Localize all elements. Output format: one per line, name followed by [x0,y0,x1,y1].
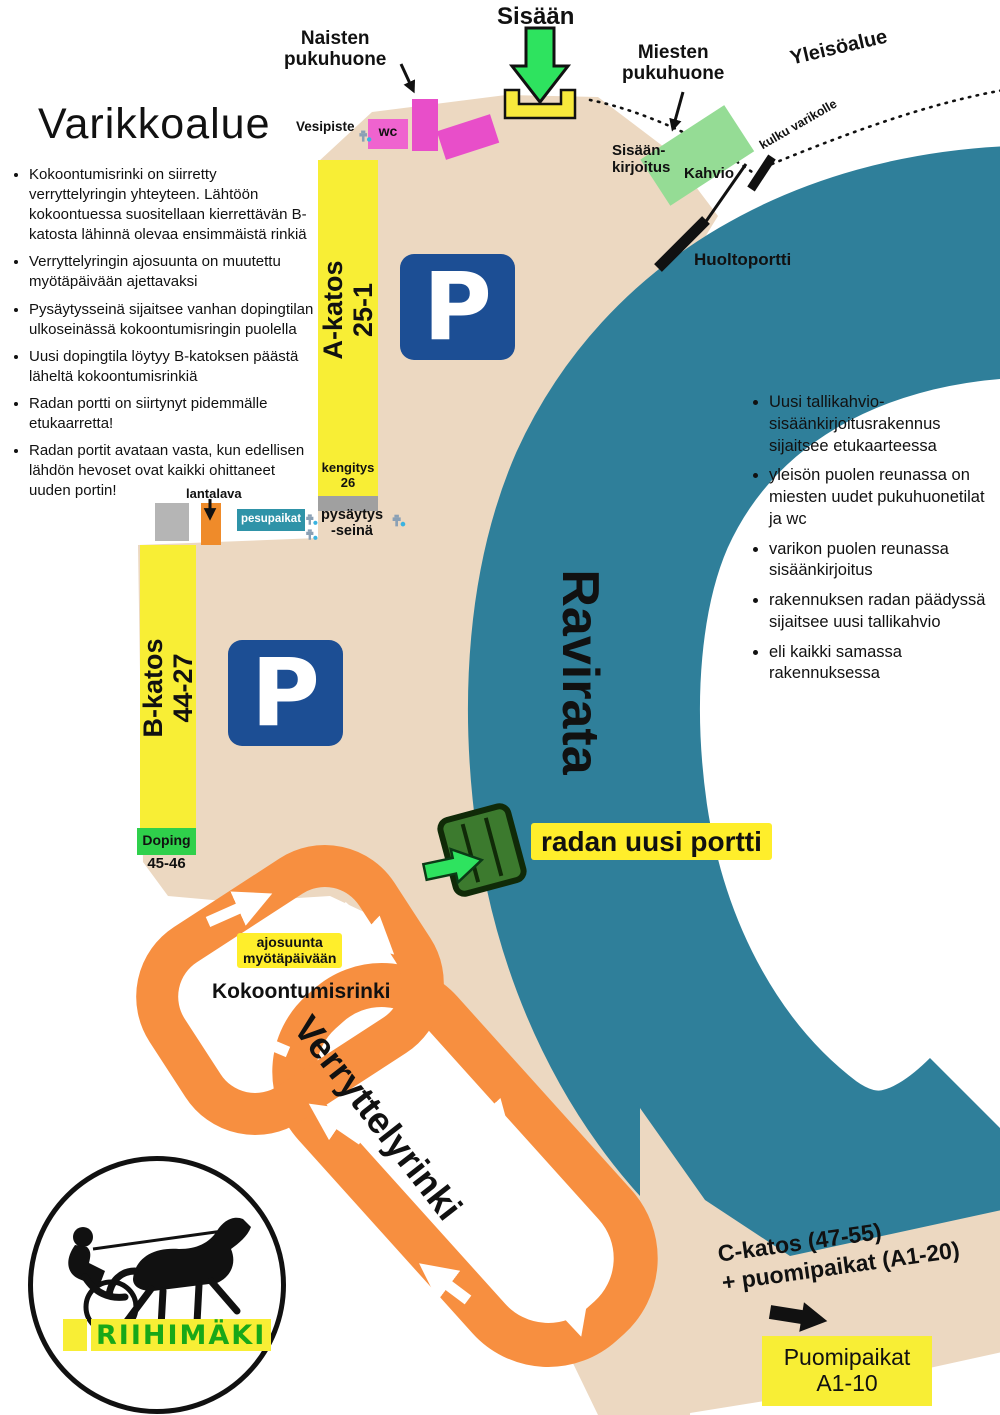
b-katos-label: B-katos 44-27 [137,546,198,831]
label-line: myötäpäivään [243,949,337,966]
label-line: -seinä [331,523,373,540]
a-katos-strip [318,160,378,460]
c-katos-arrow [768,1302,828,1332]
pesupaikat-box [237,509,305,531]
dressing-room-building [412,99,438,151]
public-boundary-dotted-right [770,89,1000,166]
driving-direction-label: ajosuunta myötäpäivään [237,933,343,969]
label-line: ajosuunta [256,934,323,950]
entrance-label: Sisään [497,3,575,30]
note-item: rakennuksen radan päädyssä sijaitsee uus… [769,590,990,634]
label-line: Naisten [300,28,370,49]
check-in-label: Sisään- kirjoitus [612,142,671,177]
label-line: B-katos [137,638,168,738]
entry-arrow [508,26,572,105]
label-line: pukuhuone [622,63,725,85]
label-line: Sisään- [612,142,666,159]
b-katos-strip [140,545,196,830]
note-item: eli kaikki samassa rakennuksessa [769,642,990,686]
parking-letter: P [423,252,492,362]
huoltoportti-gate-bar [654,216,710,272]
mens-dressing-room-label: Miesten pukuhuone [622,42,724,85]
note-item: Uusi dopingtila löytyy B-katoksen päästä… [29,347,314,387]
dressing-room-building-2 [436,114,500,160]
womens-dressing-room-label: Naisten pukuhuone [284,28,386,71]
logo-text: RIIHIMÄKI [91,1319,272,1351]
stop-wall-strip [318,496,378,511]
note-item: varikon puolen reunassa sisäänkirjoitus [769,539,990,583]
right-notes: Uusi tallikahvio-sisäänkirjoitusrakennus… [752,392,990,693]
racetrack-label: Ravirata [550,512,610,832]
label-line: pysäytys [320,507,384,523]
label-line: A1-10 [816,1370,878,1396]
kahvio-building [640,105,755,206]
a-katos-label: A-katos 25-1 [318,160,378,460]
verryttelyrinki-loop [272,963,658,1367]
doping-box [137,828,196,855]
wc-building [368,119,408,149]
label-line: kengitys [321,460,375,475]
parking-letter: P [251,638,320,748]
label-line: 26 [340,474,356,490]
doping-label: Doping [142,832,191,848]
gathering-ring-label: Kokoontumisrinki [212,980,391,1003]
logo-wordmark: RIIHIMÄKI [63,1319,272,1351]
page-title: Varikkoalue [38,100,271,148]
note-item: Radan portti on siirtynyt pidemmälle etu… [29,394,314,434]
riihimaki-logo: RIIHIMÄKI [28,1156,286,1414]
note-item: Uusi tallikahvio-sisäänkirjoitusrakennus… [769,392,990,457]
racetrack-band [467,146,1000,1323]
label-line: 25-1 [348,282,378,338]
note-item: Verryttelyringin ajosuunta on muutettu m… [29,252,314,292]
ring-direction-arrows [205,891,589,1337]
note-item: Kokoontumisrinki on siirretty verryttely… [29,165,314,245]
kengitys-box [318,458,378,496]
manure-platform-label: lantalava [186,486,242,501]
trotter-horse-icon [68,1217,251,1335]
note-item: Radan portit avataan vasta, kun edellise… [29,441,314,501]
parking-sign-a: P [400,252,515,362]
note-item: Pysäytysseinä sijaitsee vanhan dopingtil… [29,300,314,340]
label-arrows [203,63,685,521]
gate-arrow [421,847,485,885]
logo-tile [63,1319,87,1351]
stop-wall-label: pysäytys -seinä [318,507,386,539]
wash-places-label: pesupaikat [240,513,302,525]
label-line: kirjoitus [612,158,671,176]
parking-sign-b: P [228,638,343,748]
gray-shed [155,503,189,541]
label-line: pukuhuone [284,49,387,71]
label-line: Puomipaikat [783,1344,911,1371]
label-line: Ravirata [551,569,610,775]
shoeing-label: kengitys 26 [318,460,378,490]
water-point-label: Vesipiste [296,119,355,134]
service-gate-label: Huoltoportti [694,250,792,269]
boom-places-sign: Puomipaikat A1-10 [762,1336,932,1406]
doping-numbers-label: 45-46 [147,855,186,872]
wc-label: wc [378,123,398,139]
water-tap-icon [306,514,318,525]
label-line: Miesten [637,42,709,63]
label-line: A-katos [317,260,348,360]
note-item: yleisön puolen reunassa on miesten uudet… [769,465,990,530]
cafe-label: Kahvio [684,165,735,182]
left-notes: Kokoontumisrinki on siirretty verryttely… [12,165,314,508]
label-line: 44-27 [168,653,198,723]
huoltoportti-fence [698,163,748,231]
varikko-access-gate-bar [747,154,776,192]
new-track-gate-label: radan uusi portti [531,823,772,861]
